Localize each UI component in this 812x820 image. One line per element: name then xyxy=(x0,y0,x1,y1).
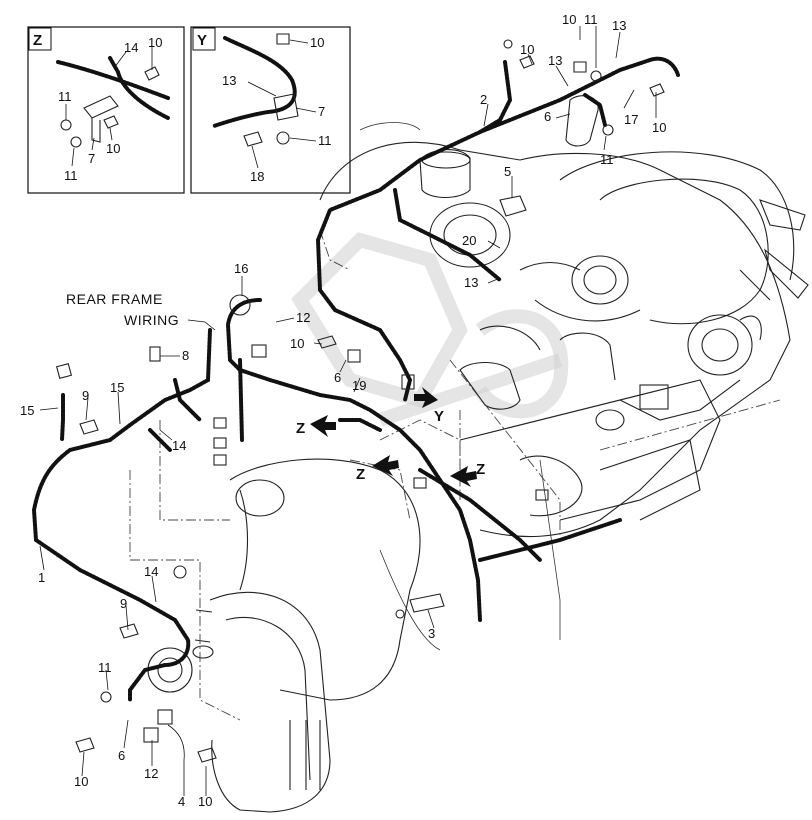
part-label: 13 xyxy=(548,53,562,68)
part-label: 14 xyxy=(172,438,186,453)
part-label: 10 xyxy=(198,794,212,809)
part-label: 11 xyxy=(600,152,614,167)
part-label: 6 xyxy=(118,748,125,763)
part-label: 10 xyxy=(652,120,666,135)
part-label: 2 xyxy=(480,92,487,107)
part-label: 5 xyxy=(504,164,511,179)
part-number-labels: 14 10 11 10 7 11 10 13 7 11 18 10 11 13 … xyxy=(20,12,666,809)
connectors-and-clamps xyxy=(55,39,665,763)
part-label: 7 xyxy=(88,151,95,166)
part-label: 12 xyxy=(144,766,158,781)
view-arrows xyxy=(310,387,477,487)
part-label: 13 xyxy=(612,18,626,33)
part-label: 9 xyxy=(82,388,89,403)
view-marker-z: Z xyxy=(296,420,305,437)
part-label: 6 xyxy=(544,109,551,124)
view-marker-z: Z xyxy=(356,466,365,483)
part-label: 11 xyxy=(64,168,78,183)
engine-block-outline xyxy=(129,95,809,813)
part-label: 10 xyxy=(148,35,162,50)
leader-lines xyxy=(39,26,657,796)
part-label: 18 xyxy=(250,169,264,184)
part-label: 10 xyxy=(106,141,120,156)
part-label: 3 xyxy=(428,626,435,641)
part-label: 20 xyxy=(462,233,476,248)
view-marker-y: Y xyxy=(434,408,444,425)
part-label: 11 xyxy=(58,89,72,104)
part-label: 17 xyxy=(624,112,638,127)
part-label: 4 xyxy=(178,794,185,809)
detail-box-y: Y xyxy=(190,26,351,194)
detail-z-title: Z xyxy=(33,32,42,49)
part-label: 10 xyxy=(520,42,534,57)
part-label: 9 xyxy=(120,596,127,611)
part-label: 14 xyxy=(124,40,138,55)
detail-box-z: Z xyxy=(27,26,185,194)
part-label: 7 xyxy=(318,104,325,119)
part-label: 10 xyxy=(310,35,324,50)
rear-frame-wiring-label: REAR FRAME xyxy=(66,291,163,307)
part-label: 19 xyxy=(352,378,366,393)
wiring-harness-main xyxy=(31,56,680,702)
part-label: 8 xyxy=(182,348,189,363)
part-label: 11 xyxy=(584,12,598,27)
part-label: 15 xyxy=(20,403,34,418)
part-label: 13 xyxy=(464,275,478,290)
rear-frame-wiring-label: WIRING xyxy=(124,312,179,328)
view-marker-z: Z xyxy=(476,461,485,478)
part-label: 1 xyxy=(38,570,45,585)
part-label: 6 xyxy=(334,370,341,385)
part-label: 12 xyxy=(296,310,310,325)
part-label: 10 xyxy=(74,774,88,789)
background-watermark xyxy=(291,232,569,427)
part-label: 14 xyxy=(144,564,158,579)
part-label: 15 xyxy=(110,380,124,395)
part-label: 16 xyxy=(234,261,248,276)
part-label: 10 xyxy=(562,12,576,27)
part-label: 11 xyxy=(98,660,112,675)
part-label: 10 xyxy=(290,336,304,351)
part-label: 11 xyxy=(318,133,332,148)
detail-y-title: Y xyxy=(197,32,207,49)
part-label: 13 xyxy=(222,73,236,88)
